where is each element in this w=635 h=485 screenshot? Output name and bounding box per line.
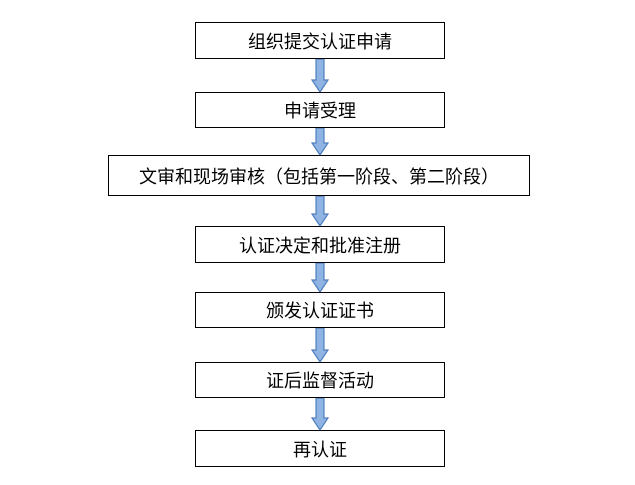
step-label: 再认证 [293, 439, 347, 461]
step-label: 颁发认证证书 [266, 301, 374, 322]
step-label: 认证决定和批准注册 [239, 235, 401, 257]
arrow-4-to-5 [310, 262, 330, 294]
step-document-and-onsite-audit: 文审和现场审核（包括第一阶段、第二阶段） [108, 155, 530, 196]
step-submit-application: 组织提交认证申请 [195, 22, 445, 59]
step-label: 证后监督活动 [266, 371, 374, 392]
step-recertification: 再认证 [195, 430, 445, 467]
arrow-3-to-4 [310, 195, 330, 228]
step-issue-certificate: 颁发认证证书 [195, 292, 445, 328]
arrow-2-to-3 [310, 127, 330, 157]
step-label: 文审和现场审核（包括第一阶段、第二阶段） [139, 166, 499, 188]
step-label: 组织提交认证申请 [248, 31, 392, 53]
step-surveillance-activities: 证后监督活动 [195, 362, 445, 398]
step-certification-decision: 认证决定和批准注册 [195, 226, 445, 263]
arrow-6-to-7 [310, 397, 330, 432]
step-application-acceptance: 申请受理 [195, 92, 445, 128]
arrow-5-to-6 [310, 327, 330, 364]
step-label: 申请受理 [284, 101, 356, 122]
arrow-1-to-2 [310, 58, 330, 94]
